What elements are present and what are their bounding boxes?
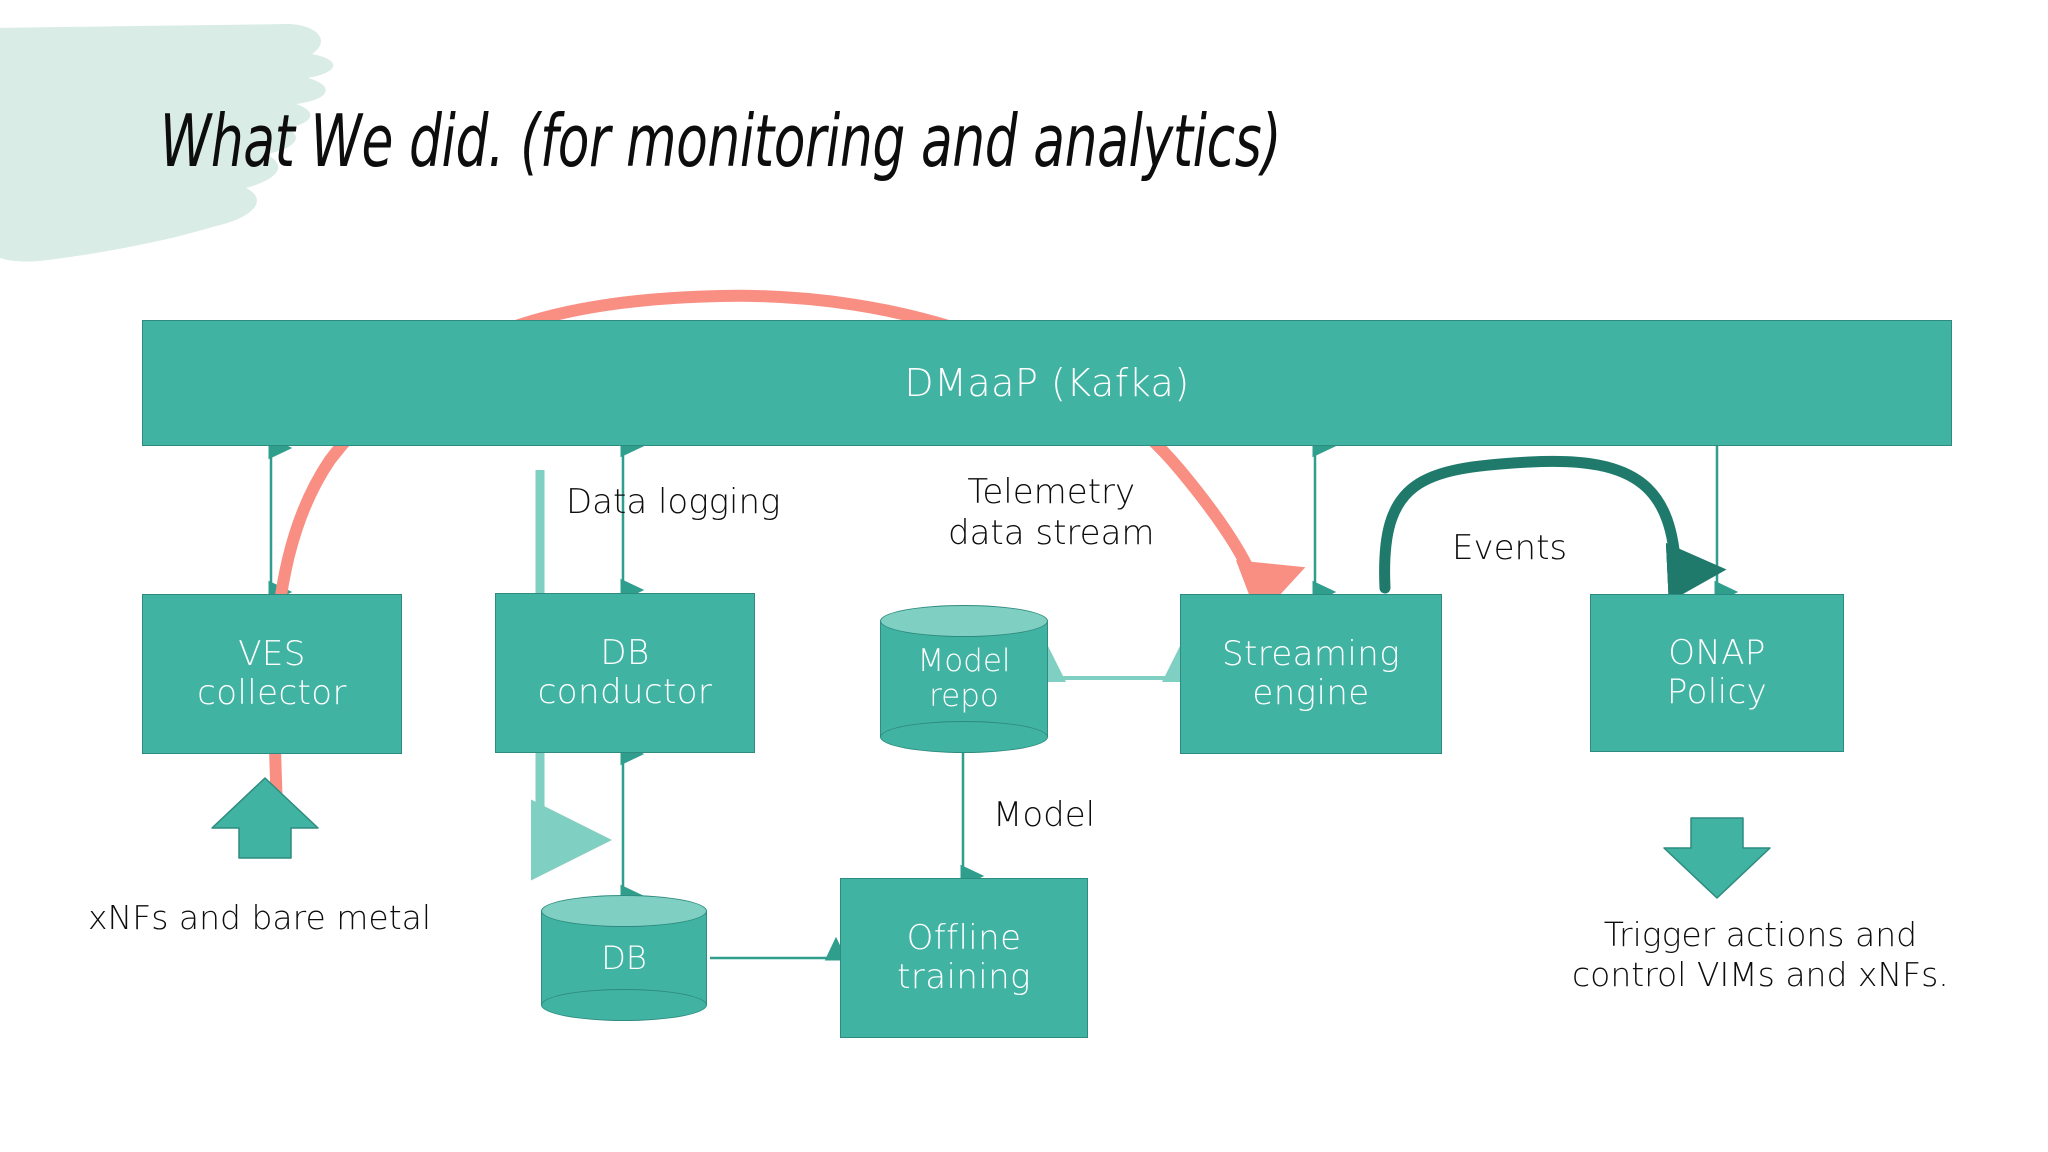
- node-db-conductor-label: DB conductor: [537, 632, 713, 712]
- block-arrow-down-actions: [1663, 817, 1771, 899]
- node-streaming-engine[interactable]: Streaming engine: [1180, 594, 1442, 754]
- node-db[interactable]: DB: [541, 895, 707, 1021]
- node-db-label: DB: [601, 938, 647, 977]
- db-cylinder-bottom: [541, 989, 707, 1021]
- node-model-repo[interactable]: Model repo: [880, 605, 1048, 753]
- node-offline-training[interactable]: Offline training: [840, 878, 1088, 1038]
- caption-trigger-actions: Trigger actions and control VIMs and xNF…: [1572, 915, 1949, 994]
- edge-label-telemetry-data-stream: Telemetry data stream: [948, 472, 1155, 553]
- dmaap-bus-label: DMaaP (Kafka): [904, 361, 1190, 405]
- edge-label-data-logging: Data logging: [566, 482, 781, 522]
- node-ves-collector-label: VES collector: [197, 633, 347, 713]
- caption-xnfs-bare-metal: xNFs and bare metal: [88, 898, 432, 937]
- node-offline-training-label: Offline training: [897, 917, 1031, 997]
- arrow-events: [1379, 455, 1727, 603]
- model-repo-cylinder-body: [880, 621, 1048, 737]
- node-onap-policy-label: ONAP Policy: [1666, 632, 1768, 712]
- node-ves-collector[interactable]: VES collector: [142, 594, 402, 754]
- node-streaming-engine-label: Streaming engine: [1221, 633, 1401, 713]
- slide-title: What We did. (for monitoring and analyti…: [160, 99, 1282, 183]
- block-arrow-up-xnfs: [211, 777, 319, 859]
- model-repo-cylinder-bottom: [880, 721, 1048, 753]
- db-cylinder-top: [541, 895, 707, 927]
- edge-label-model: Model: [993, 795, 1096, 835]
- dmaap-bus[interactable]: DMaaP (Kafka): [142, 320, 1952, 446]
- node-onap-policy[interactable]: ONAP Policy: [1590, 594, 1844, 752]
- edge-label-events: Events: [1452, 528, 1568, 568]
- node-db-conductor[interactable]: DB conductor: [495, 593, 755, 753]
- node-model-repo-label: Model repo: [917, 642, 1011, 714]
- model-repo-cylinder-top: [880, 605, 1048, 637]
